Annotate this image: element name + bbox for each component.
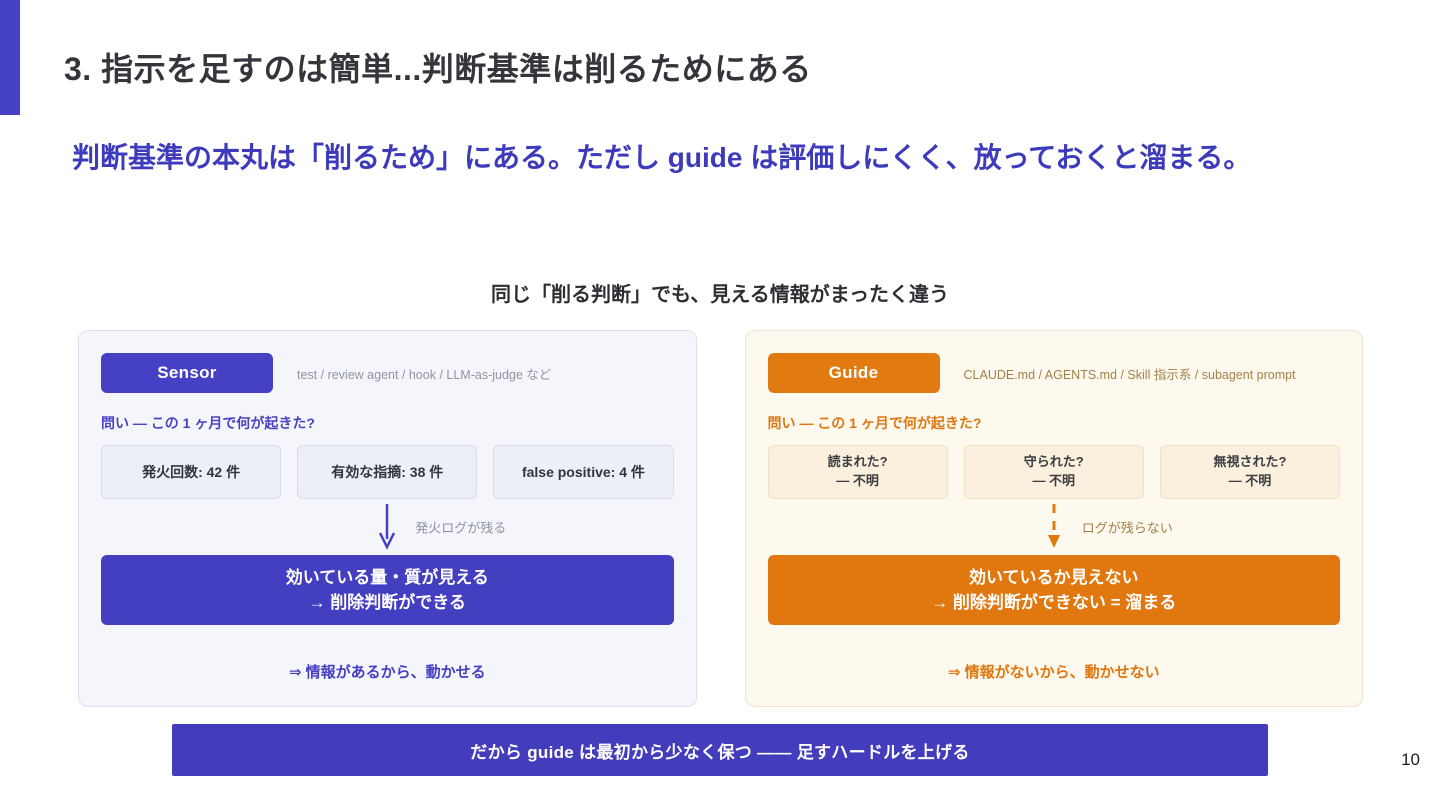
metric-box: 守られた? — 不明 (963, 445, 1144, 499)
sensor-metrics-row: 発火回数: 42 件 有効な指摘: 38 件 false positive: 4… (101, 445, 674, 499)
outcome-line: → 削除判断ができない = 溜まる (931, 593, 1177, 612)
comparison-panels: Sensor test / review agent / hook / LLM-… (78, 330, 1363, 707)
guide-question: 問い — この 1 ヶ月で何が起きた? (767, 415, 982, 431)
metric-line: 読まれた? (827, 454, 888, 470)
guide-metrics-row: 読まれた? — 不明 守られた? — 不明 無視された? — 不明 (767, 445, 1341, 499)
sensor-arrow-label: 発火ログが残る (415, 520, 507, 536)
guide-badge: Guide (767, 353, 940, 393)
down-arrow-icon (379, 504, 396, 550)
guide-panel-header: Guide CLAUDE.md / AGENTS.md / Skill 指示系 … (767, 353, 1341, 393)
metric-line: 無視された? (1213, 454, 1287, 470)
metric-line: — 不明 (1032, 473, 1076, 488)
sensor-panel-header: Sensor test / review agent / hook / LLM-… (101, 353, 674, 393)
metric-box: 読まれた? — 不明 (767, 445, 948, 499)
outcome-line: → 削除判断ができる (308, 593, 466, 612)
metric-box: false positive: 4 件 (493, 445, 674, 499)
bottom-banner: だから guide は最初から少なく保つ —— 足すハードルを上げる (172, 724, 1268, 776)
outcome-line: 効いている量・質が見える (285, 567, 489, 587)
sensor-outcome-box: 効いている量・質が見える → 削除判断ができる (101, 555, 674, 625)
sensor-conclusion: ⇒ 情報があるから、動かせる (288, 664, 486, 681)
guide-caption: CLAUDE.md / AGENTS.md / Skill 指示系 / suba… (963, 367, 1296, 382)
outcome-line: 効いているか見えない (969, 567, 1139, 587)
sensor-question: 問い — この 1 ヶ月で何が起きた? (101, 415, 315, 431)
sensor-panel: Sensor test / review agent / hook / LLM-… (78, 330, 697, 707)
accent-bar (0, 0, 20, 115)
metric-box: 有効な指摘: 38 件 (297, 445, 478, 499)
metric-line: 守られた? (1023, 454, 1084, 470)
guide-panel: Guide CLAUDE.md / AGENTS.md / Skill 指示系 … (744, 330, 1363, 707)
page-title: 3. 指示を足すのは簡単...判断基準は削るためにある (64, 51, 812, 87)
dashed-down-arrow-icon (1047, 504, 1060, 548)
metric-line: — 不明 (836, 473, 879, 488)
metric-box: 無視された? — 不明 (1159, 445, 1341, 499)
sensor-arrow-row: 発火ログが残る (101, 499, 674, 555)
guide-arrow-row: ログが残らない (768, 499, 1341, 555)
lead-statement: 判断基準の本丸は「削るため」にある。ただし guide は評価しにくく、放ってお… (72, 142, 1252, 173)
guide-conclusion: ⇒ 情報がないから、動かせない (947, 664, 1160, 681)
metric-box: 発火回数: 42 件 (101, 445, 282, 499)
metric-line: — 不明 (1228, 473, 1272, 488)
comparison-heading: 同じ「削る判断」でも、見える情報がまったく違う (491, 284, 949, 306)
sensor-badge: Sensor (101, 353, 273, 393)
guide-outcome-box: 効いているか見えない → 削除判断ができない = 溜まる (767, 555, 1340, 625)
guide-arrow-label: ログが残らない (1081, 520, 1173, 536)
page-number: 10 (1401, 750, 1420, 769)
sensor-caption: test / review agent / hook / LLM-as-judg… (297, 367, 552, 382)
